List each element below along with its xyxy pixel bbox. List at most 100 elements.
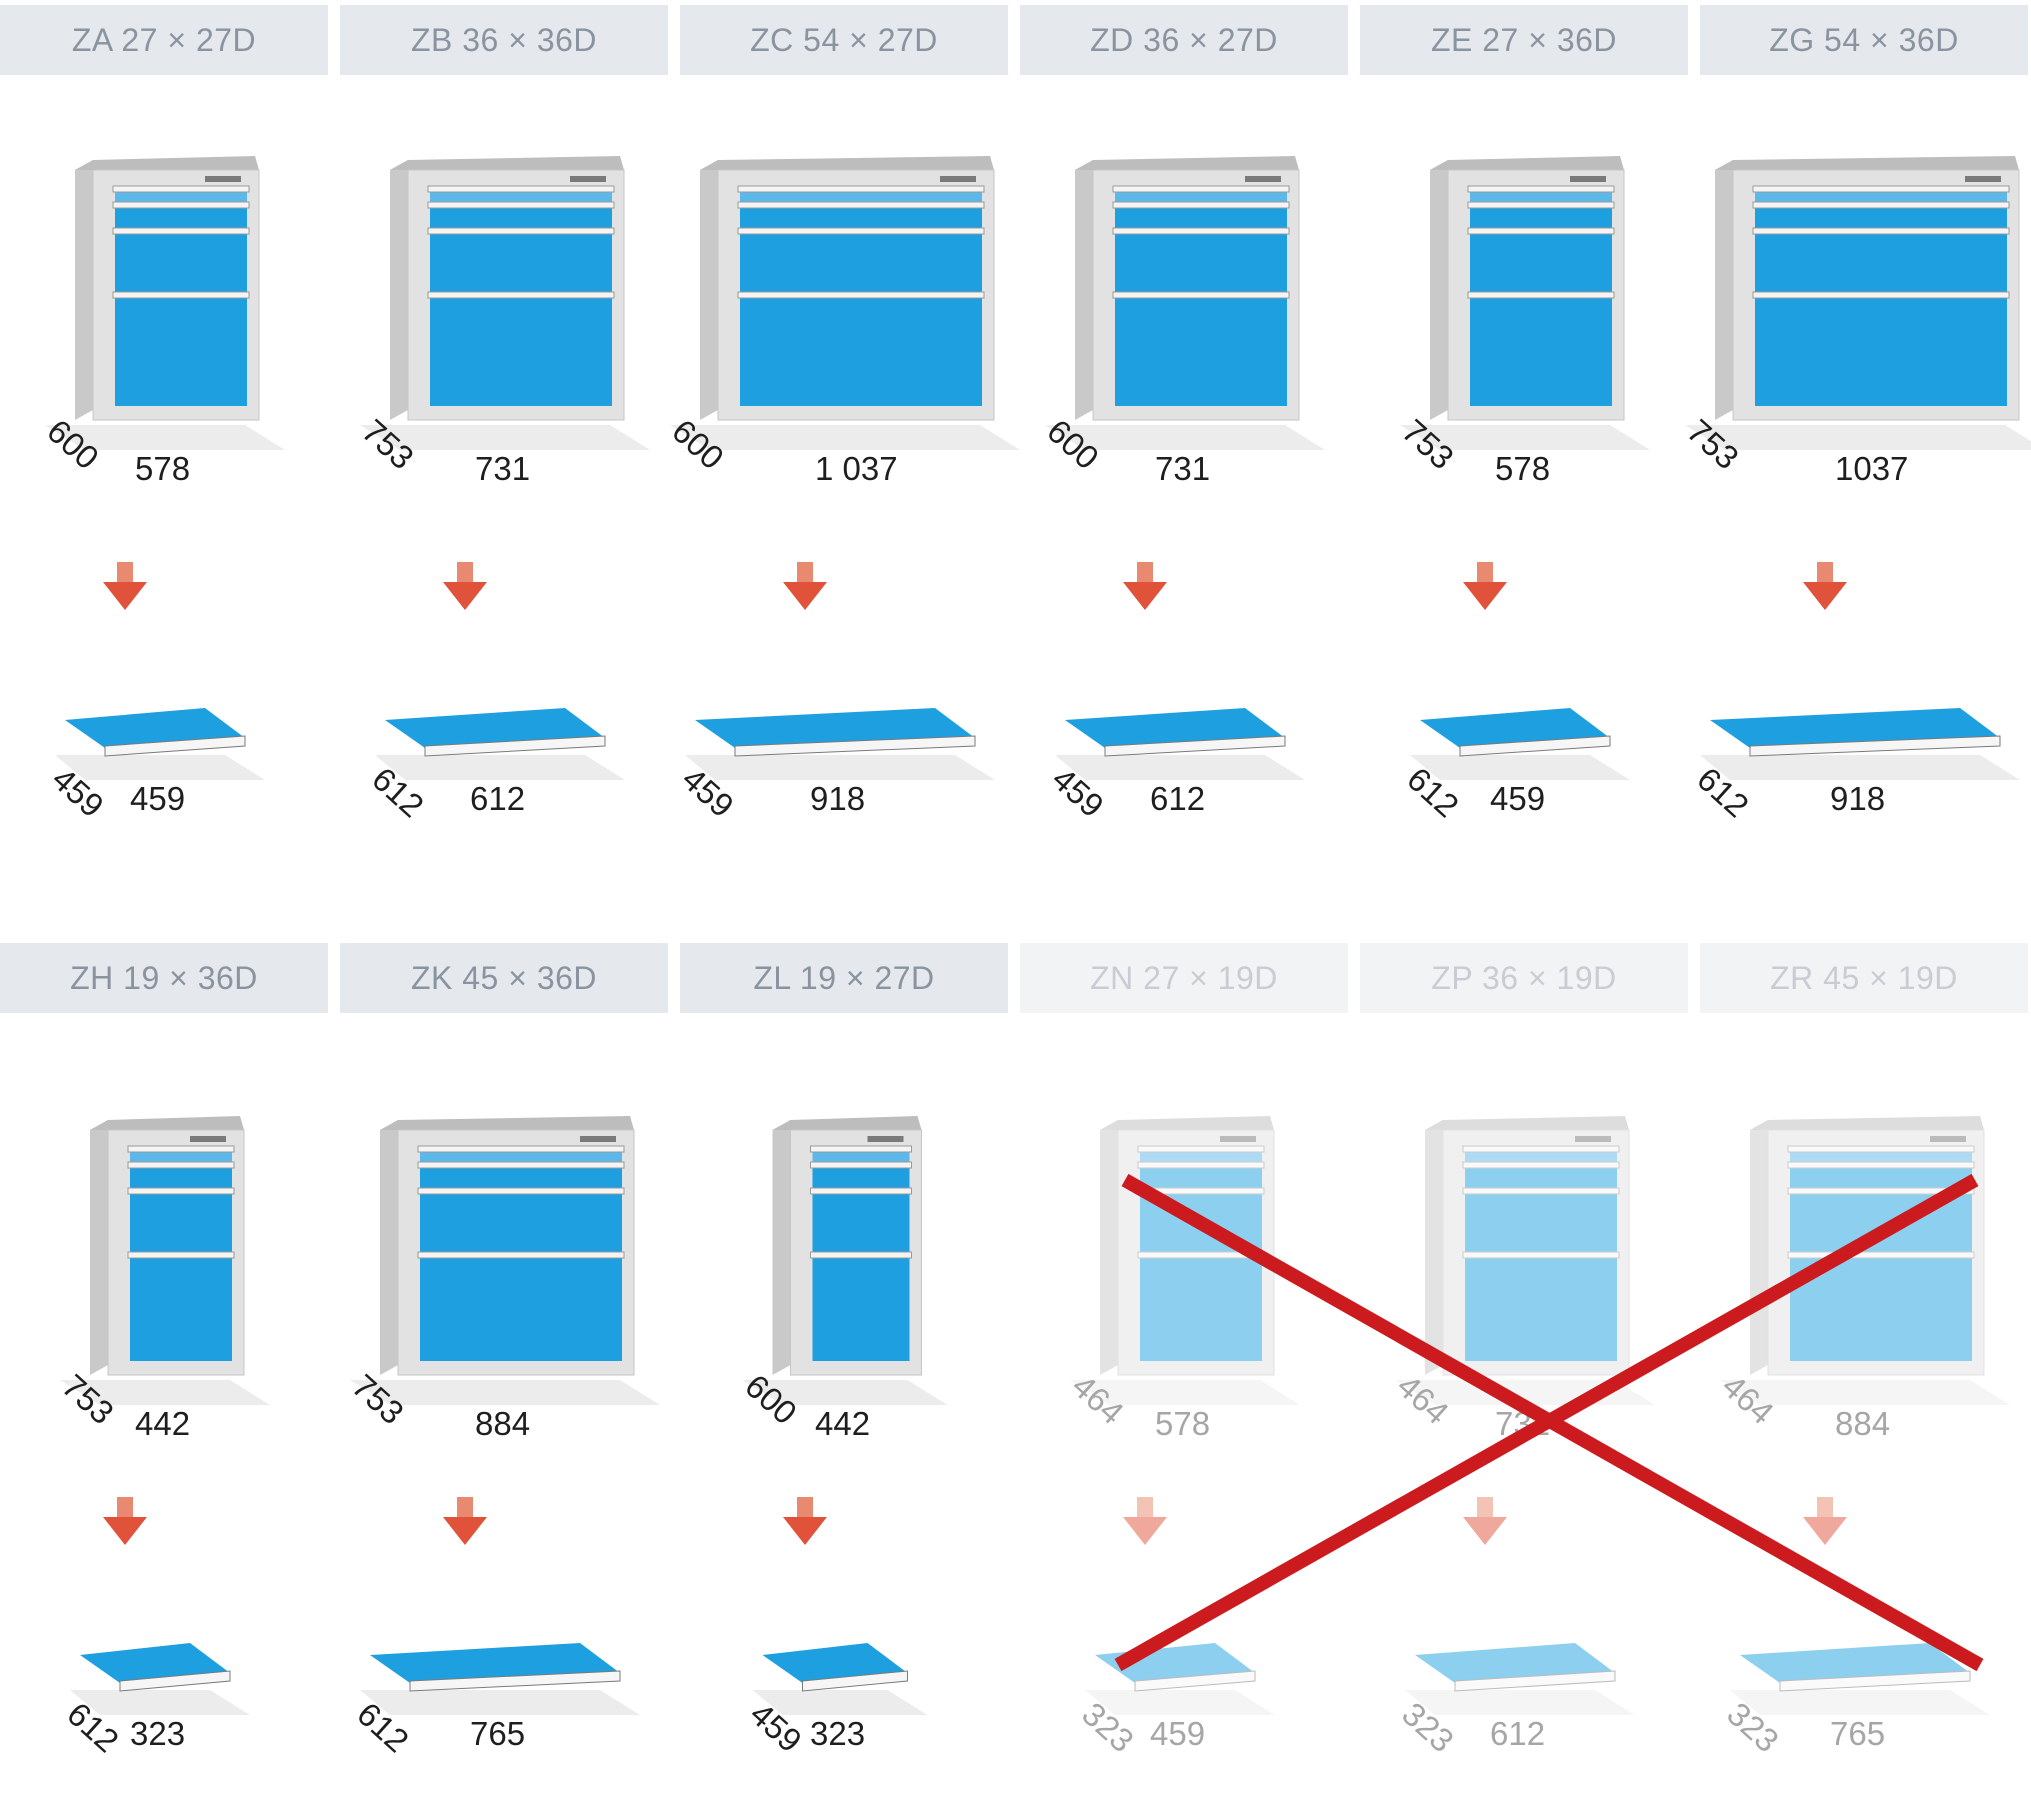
cabinet-side	[1425, 1120, 1443, 1375]
drawer-front	[1790, 1150, 1972, 1162]
drawer-width-label: 323	[810, 1715, 866, 1752]
lock-icon	[1245, 176, 1281, 182]
drawer-front	[430, 232, 612, 292]
drawer-handle	[1467, 201, 1615, 209]
drawer-front	[1465, 1192, 1617, 1252]
drawer-shadow	[1085, 1690, 1275, 1715]
header-zl[interactable]: ZL 19 × 27D	[680, 943, 1008, 1013]
cabinet-top	[75, 156, 259, 170]
arrow-down-icon	[783, 1517, 827, 1545]
cabinet-width-label: 731	[1155, 450, 1211, 487]
drawer-tray	[370, 1643, 620, 1683]
drawer-tray-handle	[1454, 1670, 1616, 1692]
cabinet-width-label: 884	[1835, 1405, 1891, 1442]
cabinet-top	[1425, 1116, 1629, 1130]
drawer-handle	[417, 1161, 625, 1169]
arrow-down-icon	[1123, 582, 1167, 610]
drawer-handle	[1752, 227, 2010, 235]
cabinet-side	[390, 160, 408, 420]
drawer-front	[130, 1166, 232, 1188]
drawer-shadow	[1055, 755, 1305, 780]
drawer-front	[420, 1256, 622, 1361]
drawer-tray	[1710, 708, 2000, 748]
cabinet-width-label: 578	[1155, 1405, 1211, 1442]
cabinet-top	[380, 1116, 634, 1130]
drawer-handle	[1112, 227, 1290, 235]
drawer-handle	[1462, 1145, 1620, 1153]
drawer-handle	[1112, 291, 1290, 299]
header-zc[interactable]: ZC 54 × 27D	[680, 5, 1008, 75]
cabinet-width-label: 442	[815, 1405, 871, 1442]
drawer-front	[430, 206, 612, 228]
arrow-shaft	[117, 1497, 133, 1519]
cabinet-width-label: 1 037	[815, 450, 898, 487]
drawer-handle	[1467, 185, 1615, 193]
drawer-handle	[1467, 291, 1615, 299]
header-za[interactable]: ZA 27 × 27D	[0, 5, 328, 75]
drawer-handle	[810, 1187, 912, 1195]
drawer-front	[420, 1150, 622, 1162]
drawer-tray-handle	[1134, 1670, 1256, 1692]
header-zb[interactable]: ZB 36 × 36D	[340, 5, 668, 75]
drawer-width-label: 459	[1150, 1715, 1206, 1752]
floor-shadow	[1045, 425, 1325, 450]
cabinet-graphic	[1685, 156, 2031, 780]
floor-shadow	[1720, 1380, 2010, 1405]
drawer-front	[1115, 206, 1287, 228]
drawer-shadow	[1730, 1690, 1990, 1715]
drawer-tray	[1415, 1643, 1615, 1683]
header-label: ZE 27 × 36D	[1430, 21, 1618, 58]
header-zd[interactable]: ZD 36 × 27D	[1020, 5, 1348, 75]
header-zk[interactable]: ZK 45 × 36D	[340, 943, 668, 1013]
arrow-shaft	[457, 1497, 473, 1519]
drawer-handle	[1462, 1187, 1620, 1195]
drawer-width-label: 765	[470, 1715, 526, 1752]
cabinet-top	[772, 1116, 922, 1130]
arrow-shaft	[1477, 1497, 1493, 1519]
drawer-front	[115, 296, 247, 406]
drawer-handle	[810, 1251, 912, 1259]
drawer-front	[130, 1256, 232, 1361]
drawer-front	[1115, 190, 1287, 202]
cabinet-side	[1100, 1120, 1118, 1375]
drawer-front	[1470, 296, 1612, 406]
drawer-handle	[417, 1145, 625, 1153]
drawer-handle	[112, 291, 250, 299]
drawer-shadow	[375, 755, 625, 780]
header-ze[interactable]: ZE 27 × 36D	[1360, 5, 1688, 75]
floor-shadow	[1685, 425, 2031, 450]
drawer-handle	[1467, 227, 1615, 235]
cabinet-illustration	[1045, 156, 1325, 780]
arrow-shaft	[1817, 562, 1833, 584]
header-zg[interactable]: ZG 54 × 36D	[1700, 5, 2028, 75]
lock-icon	[940, 176, 976, 182]
floor-shadow	[742, 1380, 948, 1405]
drawer-tray-handle	[119, 1670, 231, 1692]
drawer-front	[740, 206, 982, 228]
arrow-down-icon	[443, 582, 487, 610]
cabinet-illustration	[60, 1116, 270, 1715]
header-label: ZH 19 × 36D	[70, 959, 258, 996]
drawer-front	[1470, 232, 1612, 292]
arrow-down-icon	[103, 1517, 147, 1545]
drawer-width-label: 612	[1490, 1715, 1546, 1752]
drawer-front	[1115, 232, 1287, 292]
header-zn: ZN 27 × 19D	[1020, 943, 1348, 1013]
floor-shadow	[60, 1380, 270, 1405]
cabinet-graphic	[1395, 1116, 1655, 1715]
drawer-front	[812, 1150, 910, 1162]
drawer-front	[1140, 1166, 1262, 1188]
header-zh[interactable]: ZH 19 × 36D	[0, 943, 328, 1013]
lock-icon	[1930, 1136, 1966, 1142]
drawer-front	[1115, 296, 1287, 406]
unavailable-cross-icon	[1114, 1173, 1984, 1672]
cabinet-top	[390, 156, 624, 170]
drawer-handle	[1462, 1161, 1620, 1169]
drawer-front	[1465, 1256, 1617, 1361]
drawer-tray-handle	[1459, 735, 1611, 757]
